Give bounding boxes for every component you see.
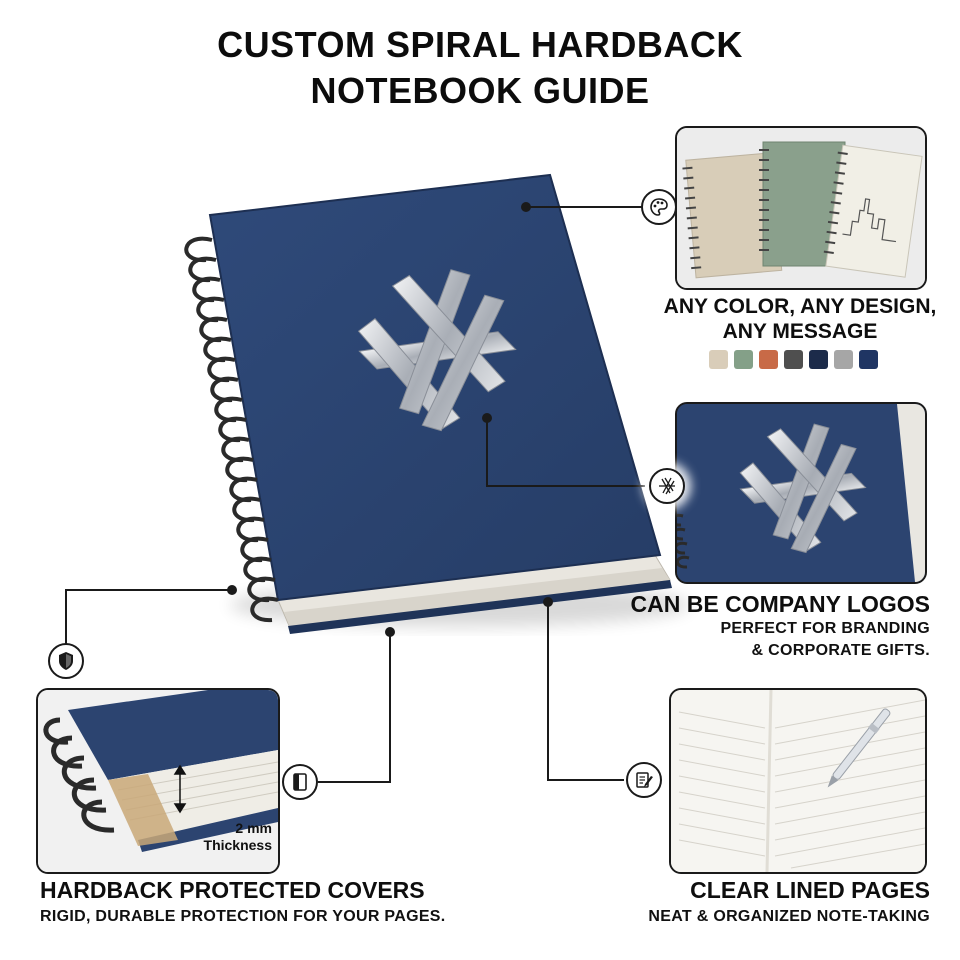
pages-sub: NEAT & ORGANIZED NOTE-TAKING (648, 908, 930, 925)
notebook-illustration (184, 173, 690, 634)
title-line-1: CUSTOM SPIRAL HARDBACK (217, 24, 743, 65)
color-caption-line-2: ANY MESSAGE (722, 320, 878, 343)
thickness-text: Thickness (203, 837, 272, 853)
pages-feature-caption: CLEAR LINED PAGES NEAT & ORGANIZED NOTE-… (560, 876, 930, 930)
color-design-panel (675, 126, 927, 290)
connector-dot-color (521, 202, 531, 212)
swatch-navy (859, 350, 878, 369)
swatch-sage (734, 350, 753, 369)
logo-sub-line-1: PERFECT FOR BRANDING (720, 620, 930, 637)
lined-pages-image (671, 690, 925, 872)
page-title: CUSTOM SPIRAL HARDBACK NOTEBOOK GUIDE (0, 22, 960, 114)
cover-feature-caption: HARDBACK PROTECTED COVERS RIGID, DURABLE… (40, 876, 446, 930)
pages-heading: CLEAR LINED PAGES (690, 877, 930, 903)
logo-feature-caption: CAN BE COMPANY LOGOS PERFECT FOR BRANDIN… (560, 590, 930, 662)
writing-note-icon (626, 762, 662, 798)
notebook-pages-shade (284, 568, 670, 628)
shield-icon (48, 643, 84, 679)
thickness-value: 2 mm (235, 820, 272, 836)
lined-pages-panel (669, 688, 927, 874)
logo-heading: CAN BE COMPANY LOGOS (630, 591, 930, 617)
color-swatches (709, 350, 878, 369)
connector-thickness (318, 632, 391, 783)
connector-pages (547, 602, 624, 781)
cover-thickness-image (38, 690, 278, 872)
color-feature-caption: ANY COLOR, ANY DESIGN, ANY MESSAGE (660, 294, 940, 344)
palette-icon (641, 189, 677, 225)
logo-panel (675, 402, 927, 584)
color-caption-line-1: ANY COLOR, ANY DESIGN, (663, 295, 937, 318)
spiral-binding (184, 236, 279, 623)
cover-logo-emblem (357, 269, 517, 432)
logo-closeup-image (677, 404, 925, 582)
connector-logo (486, 418, 645, 487)
cover-heading: HARDBACK PROTECTED COVERS (40, 877, 425, 903)
notebook-front-cover (208, 173, 662, 602)
logo-sub-line-2: & CORPORATE GIFTS. (751, 642, 930, 659)
color-notebooks-image (677, 128, 925, 288)
title-line-2: NOTEBOOK GUIDE (310, 70, 650, 111)
connector-dot-cover (227, 585, 237, 595)
swatch-terracotta (759, 350, 778, 369)
connector-dot-logo (482, 413, 492, 423)
swatch-beige (709, 350, 728, 369)
logo-emblem-icon (649, 468, 685, 504)
connector-dot-thickness (385, 627, 395, 637)
swatch-gray (834, 350, 853, 369)
thickness-label: 2 mm Thickness (196, 820, 272, 854)
notebook-back-cover (288, 580, 672, 634)
swatch-charcoal (784, 350, 803, 369)
cover-sub: RIGID, DURABLE PROTECTION FOR YOUR PAGES… (40, 908, 446, 925)
cover-thickness-panel: 2 mm Thickness (36, 688, 280, 874)
connector-dot-pages (543, 597, 553, 607)
swatch-navy-dark (809, 350, 828, 369)
book-icon (282, 764, 318, 800)
connector-cover (65, 589, 232, 644)
